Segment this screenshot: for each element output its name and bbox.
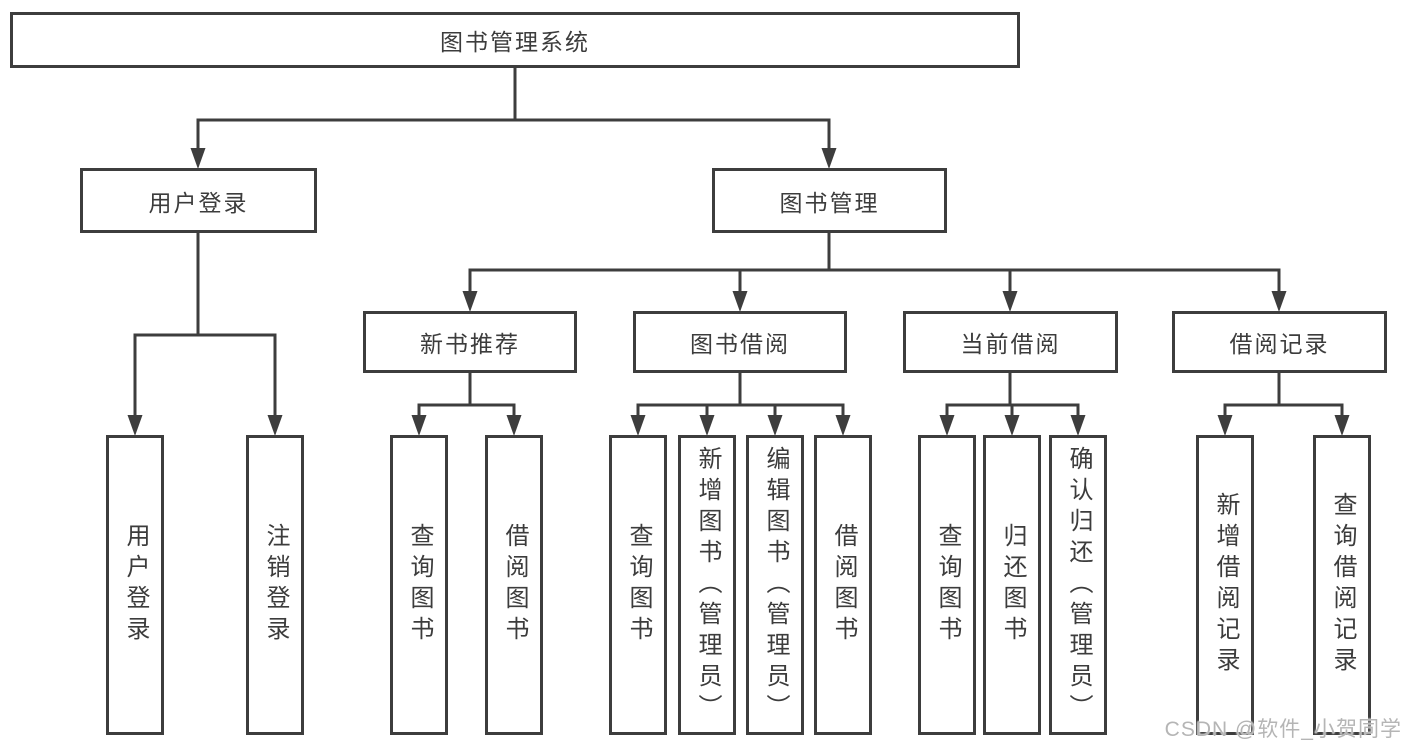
node-book-management-branch: 图书管理 <box>712 168 947 233</box>
leaf-query-books-borrow: 查询图书 <box>609 435 667 735</box>
node-book-borrow: 图书借阅 <box>633 311 847 373</box>
leaf-borrow-books-recommend: 借阅图书 <box>485 435 543 735</box>
leaf-logout: 注销登录 <box>246 435 304 735</box>
node-root-system: 图书管理系统 <box>10 12 1020 68</box>
leaf-query-borrow-record: 查询借阅记录 <box>1313 435 1371 735</box>
leaf-confirm-return-admin: 确认归还（管理员） <box>1049 435 1107 735</box>
node-new-book-recommend: 新书推荐 <box>363 311 577 373</box>
node-current-borrow: 当前借阅 <box>903 311 1118 373</box>
leaf-add-borrow-record: 新增借阅记录 <box>1196 435 1254 735</box>
arrowheads <box>127 148 1350 436</box>
leaf-user-login: 用户登录 <box>106 435 164 735</box>
csdn-watermark: CSDN @软件_小贺同学 <box>1164 718 1402 741</box>
leaf-query-books-current: 查询图书 <box>918 435 976 735</box>
leaf-borrow-books: 借阅图书 <box>814 435 872 735</box>
leaf-add-book-admin: 新增图书（管理员） <box>678 435 736 735</box>
node-user-login-branch: 用户登录 <box>80 168 317 233</box>
leaf-edit-book-admin: 编辑图书（管理员） <box>746 435 804 735</box>
leaf-query-books-recommend: 查询图书 <box>390 435 448 735</box>
node-borrow-records: 借阅记录 <box>1172 311 1387 373</box>
leaf-return-book: 归还图书 <box>983 435 1041 735</box>
